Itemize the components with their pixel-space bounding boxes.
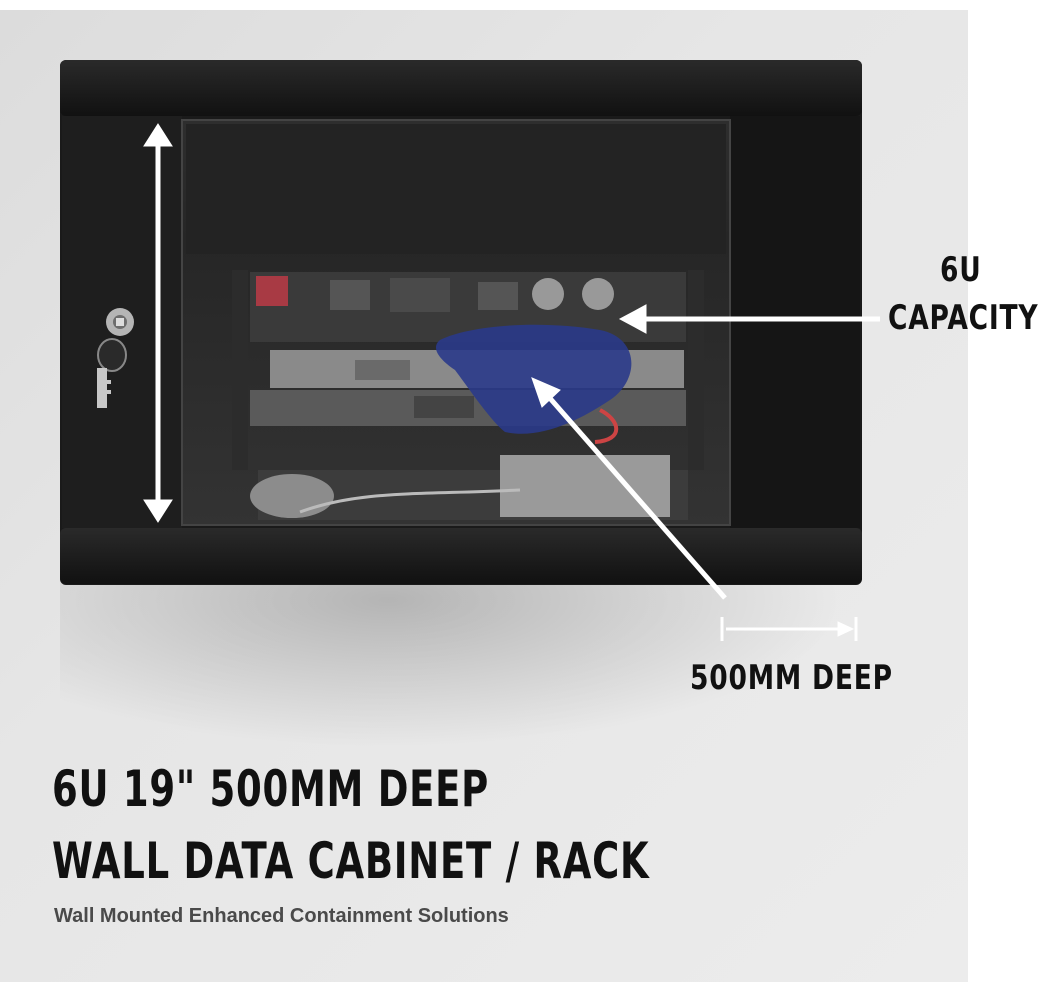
key-icon bbox=[97, 338, 127, 408]
product-subtitle: Wall Mounted Enhanced Containment Soluti… bbox=[54, 905, 509, 927]
lock-icon bbox=[106, 308, 134, 336]
rack-equipment bbox=[250, 272, 688, 520]
product-title-line1: 6U 19" 500MM DEEP bbox=[52, 760, 490, 818]
capacity-label: CAPACITY bbox=[888, 298, 1039, 338]
product-title-line2: WALL DATA CABINET / RACK bbox=[52, 832, 650, 890]
depth-label: 500MM DEEP bbox=[690, 658, 893, 698]
depth-pointer-arrow bbox=[531, 377, 727, 600]
capacity-arrow bbox=[618, 304, 880, 334]
capacity-label-6u: 6U bbox=[940, 250, 982, 290]
cabinet-shadow bbox=[60, 560, 880, 760]
depth-dimension-line bbox=[720, 617, 858, 641]
height-arrow bbox=[143, 123, 173, 523]
